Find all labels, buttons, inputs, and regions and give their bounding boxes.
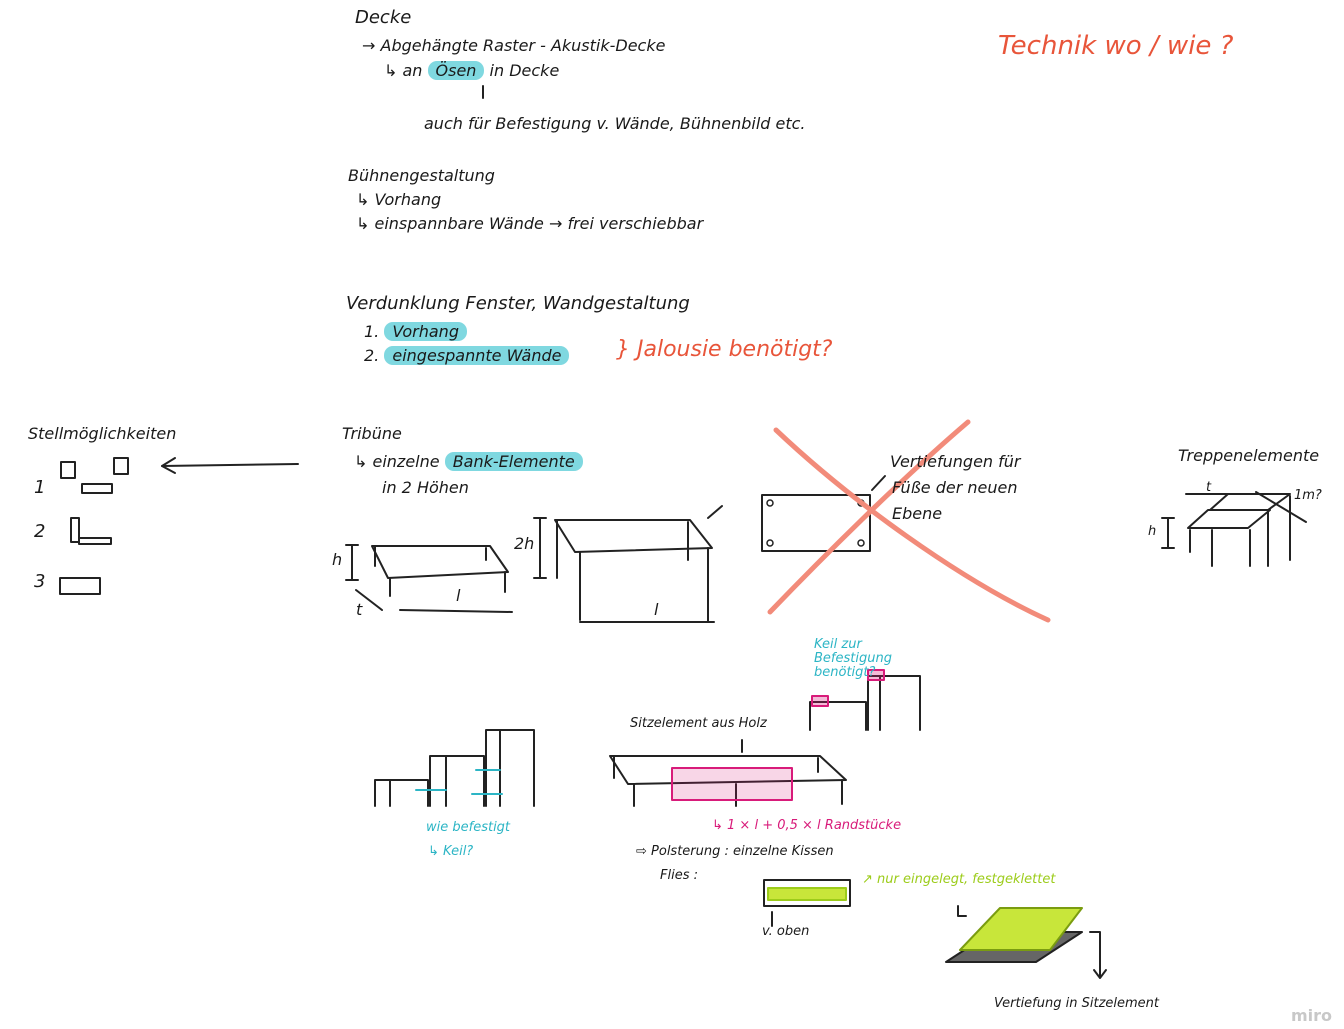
treppe-t: t xyxy=(1206,480,1212,495)
decke-line3: auch für Befestigung v. Wände, Bühnenbil… xyxy=(424,114,806,133)
dim-l2-label: l xyxy=(654,600,659,619)
box-mid xyxy=(429,755,485,807)
item2-highlight: eingespannte Wände xyxy=(384,346,570,365)
verdunklung-title: Verdunklung Fenster, Wandgestaltung xyxy=(346,293,690,314)
cushion-box xyxy=(763,879,851,907)
stell-n1: 1 xyxy=(34,477,46,498)
stell-n2: 2 xyxy=(34,521,46,542)
dim-2h xyxy=(533,517,547,579)
dim-h-label: h xyxy=(332,550,343,569)
cushion-fill xyxy=(767,887,847,901)
stell-icon-2a xyxy=(70,517,80,543)
bench-high-legs xyxy=(556,519,709,623)
cross-line-1 xyxy=(773,427,1051,623)
stell-icon-2b xyxy=(78,537,112,545)
sitz-title: Sitzelement aus Holz xyxy=(630,716,767,731)
cushion-3d xyxy=(959,907,1083,951)
stair-dims xyxy=(1161,491,1307,549)
dim-t-label: t xyxy=(356,600,363,619)
stell-icon-3 xyxy=(59,577,101,595)
befestigt-1: wie befestigt xyxy=(426,820,511,835)
stairs xyxy=(1187,493,1291,529)
bench-high xyxy=(554,519,713,553)
tribuene-line2: in 2 Höhen xyxy=(382,478,469,497)
dim-lt xyxy=(355,589,513,613)
buehne-title: Bühnengestaltung xyxy=(348,166,495,185)
tribuene-line1-text: ↳ einzelne xyxy=(354,452,440,471)
polster-2: Flies : xyxy=(660,868,698,883)
steps-small xyxy=(809,675,921,731)
stell-icon-1a xyxy=(60,461,76,479)
sitz-pieces: ↳ 1 × l + 0,5 × l Randstücke xyxy=(712,818,902,833)
dim-l2 xyxy=(579,505,723,623)
miro-watermark: miro xyxy=(1290,1006,1332,1025)
buehne-item2: ↳ einspannbare Wände → frei verschiebbar xyxy=(356,214,704,233)
sitz-legs xyxy=(613,755,843,807)
arrow-head xyxy=(161,457,176,474)
vertiefung-sitz-label: Vertiefung in Sitzelement xyxy=(994,996,1159,1011)
hook-arrow xyxy=(957,905,967,917)
bank-elemente-highlight: Bank-Elemente xyxy=(444,452,583,471)
vertiefung-1: Vertiefungen für xyxy=(890,452,1021,471)
decke-line2a: ↳ an xyxy=(384,61,423,80)
tribuene-title: Tribüne xyxy=(342,424,402,443)
callout-line xyxy=(871,475,886,491)
plan-rect xyxy=(761,494,871,552)
treppe-m: 1m? xyxy=(1294,488,1322,503)
polster-1: ⇨ Polsterung : einzelne Kissen xyxy=(636,844,834,859)
voben-label: v. oben xyxy=(762,924,810,939)
decke-line2c: in Decke xyxy=(489,61,560,80)
item1-highlight: Vorhang xyxy=(384,322,467,341)
verdunklung-item1: 1. Vorhang xyxy=(364,322,467,342)
befestigt-2: ↳ Keil? xyxy=(428,844,474,859)
decke-line2: ↳ an Ösen in Decke xyxy=(384,61,559,81)
vertiefung-2: Füße der neuen xyxy=(892,478,1018,497)
decke-line1: → Abgehängte Raster - Akustik-Decke xyxy=(362,36,666,55)
eingelegt-note: ↗ nur eingelegt, festgeklettet xyxy=(862,872,1056,887)
verdunklung-item2: 2. eingespannte Wände xyxy=(364,346,570,366)
sitz-top xyxy=(609,755,847,785)
stell-n3: 3 xyxy=(34,571,46,592)
bench-low-legs xyxy=(374,545,506,597)
treppe-title: Treppenelemente xyxy=(1178,446,1320,465)
box-low xyxy=(374,779,429,807)
arrow-left xyxy=(161,463,299,467)
box-marks xyxy=(415,769,503,795)
vertiefung-arrow xyxy=(1089,931,1107,979)
dim-h xyxy=(345,544,359,581)
decke-title: Decke xyxy=(355,7,412,28)
stell-icon-1b xyxy=(113,457,129,475)
technik-note: Technik wo / wie ? xyxy=(998,31,1234,61)
vertiefung-3: Ebene xyxy=(892,504,943,523)
stair-legs xyxy=(1189,495,1291,567)
sitz-fill xyxy=(671,767,793,801)
item1-num: 1. xyxy=(364,322,380,341)
buehne-item1: ↳ Vorhang xyxy=(356,190,442,209)
stell-title: Stellmöglichkeiten xyxy=(28,424,177,443)
dim-l1-label: l xyxy=(456,586,461,605)
jalousie-note: } Jalousie benötigt? xyxy=(616,337,833,362)
decke-oesen-highlight: Ösen xyxy=(427,61,485,80)
bench-low xyxy=(371,545,509,579)
tribuene-line1: ↳ einzelne Bank-Elemente xyxy=(354,452,583,472)
item2-num: 2. xyxy=(364,346,380,365)
stell-icon-1c xyxy=(81,483,113,494)
treppe-h: h xyxy=(1148,524,1157,539)
cross-line-2 xyxy=(767,419,971,615)
dim-2h-label: 2h xyxy=(514,534,535,553)
keil-note: Keil zur Befestigung benötigt? xyxy=(814,637,892,680)
